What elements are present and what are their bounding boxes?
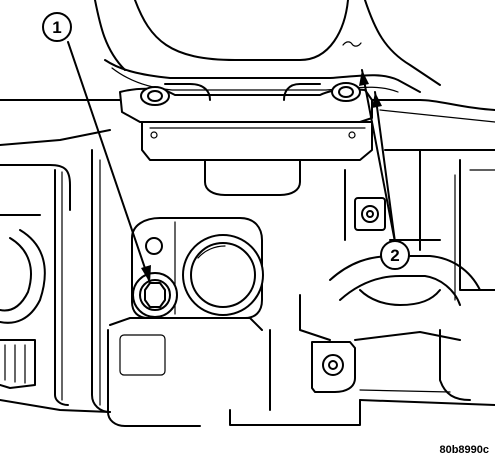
- port-housing: [107, 217, 264, 427]
- callout-2-label: 2: [390, 246, 399, 265]
- callout-1-label: 1: [52, 18, 61, 37]
- upper-housing: [0, 0, 495, 151]
- bearing-cap: [119, 82, 373, 196]
- left-block: [0, 149, 111, 413]
- figure-id: 80b8990c: [439, 444, 489, 456]
- callout-2: 2: [380, 240, 410, 270]
- callout-1: 1: [42, 12, 72, 42]
- leader-lines: [67, 41, 396, 284]
- right-block: [229, 149, 495, 426]
